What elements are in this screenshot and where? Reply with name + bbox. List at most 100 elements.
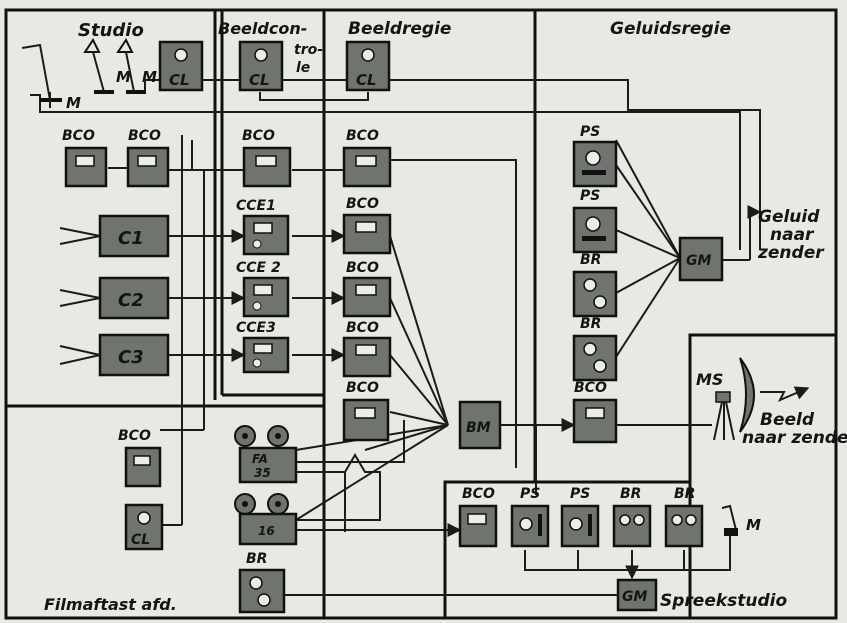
camera-label: C2 — [118, 290, 144, 311]
br-recorder-2 — [572, 334, 618, 382]
gm-sound-mixer: GM — [678, 236, 724, 282]
link-cl-row — [259, 92, 369, 101]
link-bco-main — [390, 159, 517, 468]
section-title-geluidsregie: Geluidsregie — [610, 19, 731, 39]
tape-reel-icon — [633, 514, 645, 526]
microphone-boom-icon — [21, 43, 51, 101]
tape-reel-icon — [593, 295, 607, 309]
bco-monitor-beeldregie-2 — [342, 276, 392, 318]
bco-label-beeldregie-0: BCO — [346, 128, 379, 144]
camera-lens-icon — [59, 345, 101, 365]
bm-label: BM — [466, 420, 491, 436]
microphone-icon — [83, 38, 101, 53]
lens-icon — [174, 48, 188, 62]
ms-transmitter-dish: MS — [696, 357, 755, 441]
fan-gm-2 — [615, 229, 681, 259]
cl-unit-beeldregie: CL — [345, 40, 391, 92]
bco-label-geluidsregie: BCO — [574, 380, 607, 396]
bco-label-beeldregie-2: BCO — [346, 260, 379, 276]
tape-reel-icon — [671, 514, 683, 526]
tape-reel-icon — [257, 593, 271, 607]
turntable-icon — [585, 216, 601, 232]
bco-monitor-spreekstudio — [458, 504, 498, 548]
gm-label-spreek: GM — [622, 589, 647, 605]
camera-c2: C2 — [59, 276, 170, 320]
bm-image-mixer: BM — [458, 400, 502, 450]
fan-gm-4 — [615, 257, 681, 358]
ps-label-spreek-2: PS — [570, 486, 590, 502]
fa-16-label: 16 — [258, 524, 275, 538]
geluid-label-1: Geluid — [758, 207, 820, 227]
fan-bm-1 — [389, 235, 449, 426]
bco-label-beeldregie-4: BCO — [346, 380, 379, 396]
bco-label-studio-2: BCO — [128, 128, 161, 144]
tape-reel-icon — [583, 278, 597, 292]
tape-reel-icon — [593, 359, 607, 373]
br-label-spreek-2: BR — [674, 486, 695, 502]
label-m-1: M — [66, 94, 81, 112]
beeld-label-1: Beeld — [760, 410, 815, 430]
lens-icon — [361, 48, 375, 62]
room-walls — [4, 8, 838, 620]
knob-icon — [252, 301, 262, 311]
bco-label-beeldcontrole: BCO — [242, 128, 275, 144]
camera-lens-icon — [59, 227, 101, 245]
fan-bm-7 — [364, 424, 449, 451]
br-recorder-1 — [572, 270, 618, 318]
camera-label: C1 — [118, 228, 144, 249]
arrow-geluid-zender — [747, 205, 762, 260]
fa-label: FA — [252, 452, 268, 466]
bco-label-spreekstudio: BCO — [462, 486, 495, 502]
tape-reel-icon — [685, 514, 697, 526]
ps-turntable-1 — [572, 140, 618, 188]
knob-icon — [252, 239, 262, 249]
bus-microphones — [30, 94, 741, 250]
cl-unit-studio: CL — [158, 40, 204, 92]
bco-monitor-geluidsregie — [572, 398, 618, 444]
section-title-filmaftast: Filmaftast afd. — [44, 595, 177, 614]
link-fa35-bco — [296, 420, 405, 463]
film-projector-35: FA 35 — [234, 425, 298, 484]
fan-bm-3 — [389, 354, 449, 426]
bco-monitor-beeldregie-4 — [342, 398, 390, 442]
ps-turntable-spreek-1 — [510, 504, 550, 548]
camera-c3: C3 — [59, 333, 170, 377]
geluid-label-3: zender — [757, 243, 825, 263]
label-m-3: M — [142, 68, 157, 86]
ps-turntable-2 — [572, 206, 618, 254]
turntable-icon — [585, 150, 601, 166]
section-title-beeldcontrole-3: le — [296, 60, 310, 76]
cl-label: CL — [356, 71, 377, 89]
ps-label-1: PS — [580, 124, 600, 140]
section-title-beeldcontrole-1: Beeldcon- — [218, 19, 307, 38]
microphone-icon — [721, 504, 737, 531]
bco-monitor-beeldregie-0 — [342, 146, 392, 188]
bco-label-filmaftast: BCO — [118, 428, 151, 444]
label-m-spreek: M — [746, 516, 761, 534]
cce-unit-2 — [242, 276, 290, 318]
outer-wall — [4, 8, 838, 620]
camera-c1: C1 — [59, 214, 170, 258]
geluid-label-2: naar — [770, 225, 815, 245]
fan-bm-4 — [389, 411, 449, 426]
gm-sound-mixer-spreekstudio: GM — [616, 578, 658, 612]
section-title-beeldcontrole-2: tro- — [294, 42, 323, 58]
cce-unit-1 — [242, 214, 290, 256]
br-label-2: BR — [580, 316, 601, 332]
bco-monitor-studio-2 — [126, 146, 170, 188]
cl-label: CL — [169, 71, 190, 89]
studio-microphones: M M M — [21, 38, 157, 112]
lens-icon — [254, 48, 268, 62]
cl-unit-beeldcontrole: CL — [238, 40, 284, 92]
cl-label: CL — [131, 532, 150, 548]
wall-spreekstudio — [443, 480, 690, 618]
lens-icon — [137, 511, 151, 525]
link-fa-cross — [296, 453, 381, 521]
bco-monitor-beeldregie-1 — [342, 213, 392, 255]
spreekstudio-microphone: M — [721, 504, 761, 536]
camera-lens-icon — [59, 289, 101, 307]
tape-reel-icon — [583, 342, 597, 356]
beeld-label-2: naar zender — [742, 428, 847, 448]
label-m-2: M — [116, 68, 131, 86]
